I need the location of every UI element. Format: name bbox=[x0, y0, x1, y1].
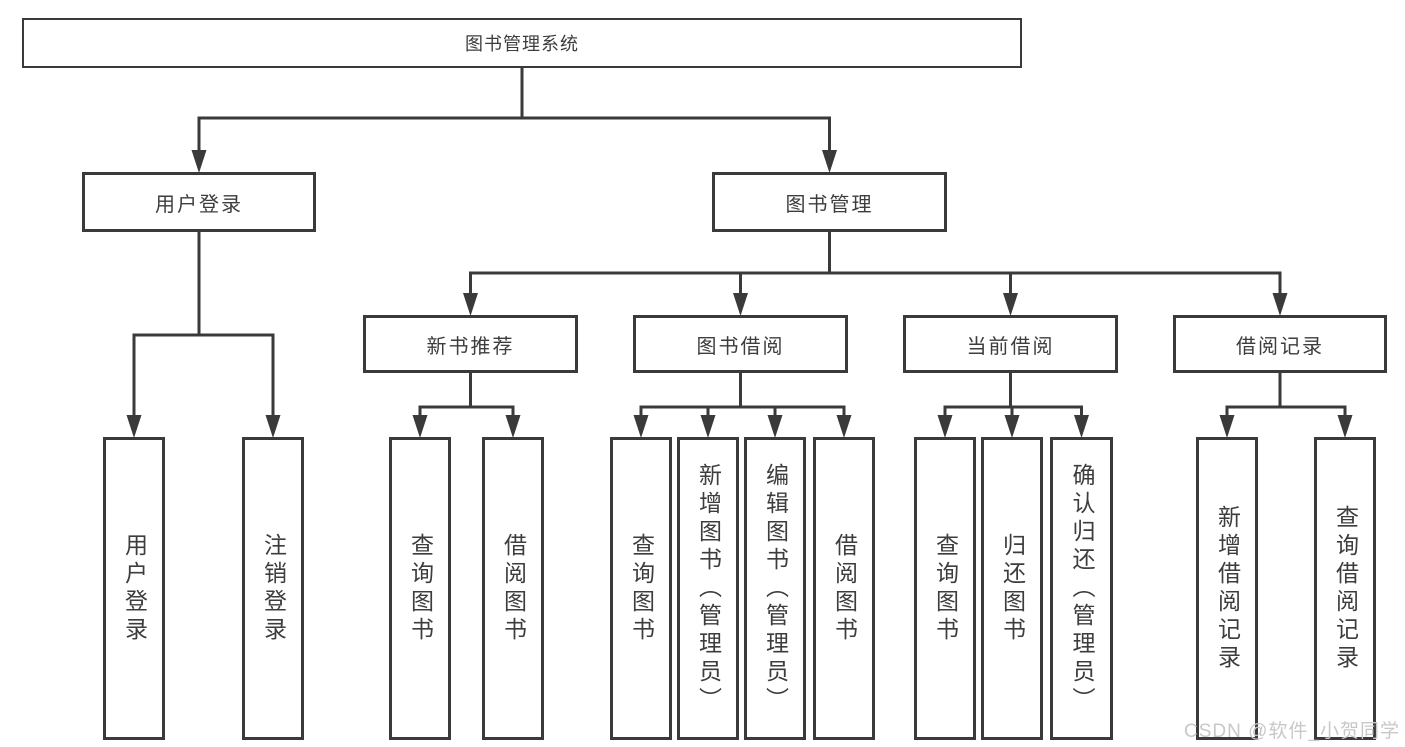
arrowhead-icon bbox=[191, 150, 207, 173]
node-book-management: 图书管理 bbox=[712, 172, 947, 232]
arrowhead-icon bbox=[126, 415, 142, 438]
node-leaf-borrow-books-2: 借阅图书 bbox=[813, 437, 875, 740]
arrowhead-icon bbox=[1004, 415, 1020, 438]
node-label-leaf-confirm-return: 确认归还（管理员） bbox=[1069, 462, 1095, 715]
node-current-borrow: 当前借阅 bbox=[903, 315, 1118, 373]
connector-user-login bbox=[132, 232, 275, 423]
node-label-leaf-query-books-2: 查询图书 bbox=[628, 532, 655, 645]
arrowhead-icon bbox=[1219, 415, 1235, 438]
node-label-leaf-add-borrow-rec: 新增借阅记录 bbox=[1214, 504, 1241, 673]
arrowhead-icon bbox=[505, 415, 521, 438]
node-label-borrow-records: 借阅记录 bbox=[1236, 335, 1324, 358]
arrowhead-icon bbox=[463, 293, 478, 316]
node-label-book-management: 图书管理 bbox=[785, 193, 874, 216]
node-leaf-confirm-return: 确认归还（管理员） bbox=[1050, 437, 1113, 740]
arrowhead-icon bbox=[1272, 293, 1288, 316]
arrowhead-icon bbox=[265, 415, 281, 438]
node-label-leaf-borrow-books-2: 借阅图书 bbox=[831, 532, 858, 645]
arrowhead-icon bbox=[1074, 415, 1089, 438]
node-label-leaf-query-borrow-rec: 查询借阅记录 bbox=[1332, 504, 1359, 673]
node-leaf-query-borrow-rec: 查询借阅记录 bbox=[1314, 437, 1376, 740]
arrowhead-icon bbox=[733, 293, 748, 316]
node-leaf-query-books-1: 查询图书 bbox=[389, 437, 451, 740]
node-leaf-add-book: 新增图书（管理员） bbox=[677, 437, 739, 740]
connector-borrow-records bbox=[1225, 373, 1347, 423]
connector-book-borrow bbox=[639, 373, 846, 423]
arrowhead-icon bbox=[822, 150, 837, 173]
connector-root bbox=[197, 68, 831, 158]
node-label-new-book-recommend: 新书推荐 bbox=[426, 335, 515, 358]
arrowhead-icon bbox=[767, 415, 783, 438]
node-leaf-add-borrow-rec: 新增借阅记录 bbox=[1196, 437, 1258, 740]
node-leaf-query-books-2: 查询图书 bbox=[610, 437, 672, 740]
arrowhead-icon bbox=[412, 415, 428, 438]
node-leaf-borrow-books-1: 借阅图书 bbox=[482, 437, 544, 740]
node-borrow-records: 借阅记录 bbox=[1173, 315, 1387, 373]
arrowhead-icon bbox=[937, 415, 953, 438]
node-label-leaf-borrow-books-1: 借阅图书 bbox=[500, 532, 527, 645]
node-label-leaf-user-login: 用户登录 bbox=[121, 532, 148, 645]
connector-new-book-recommend bbox=[418, 373, 515, 423]
node-user-login: 用户登录 bbox=[82, 172, 316, 232]
node-label-leaf-edit-book: 编辑图书（管理员） bbox=[762, 462, 789, 715]
node-label-leaf-logout: 注销登录 bbox=[260, 532, 287, 645]
node-new-book-recommend: 新书推荐 bbox=[363, 315, 578, 373]
node-label-leaf-add-book: 新增图书（管理员） bbox=[695, 462, 722, 715]
node-label-user-login: 用户登录 bbox=[155, 193, 243, 216]
node-label-leaf-query-books-3: 查询图书 bbox=[932, 532, 959, 645]
connector-book-management bbox=[469, 232, 1282, 301]
node-root: 图书管理系统 bbox=[22, 18, 1022, 68]
node-label-leaf-return-book: 归还图书 bbox=[999, 532, 1026, 645]
node-label-leaf-query-books-1: 查询图书 bbox=[407, 532, 434, 645]
node-label-root: 图书管理系统 bbox=[465, 34, 579, 54]
arrowhead-icon bbox=[836, 415, 852, 438]
node-leaf-user-login: 用户登录 bbox=[103, 437, 165, 740]
node-label-current-borrow: 当前借阅 bbox=[966, 335, 1055, 358]
node-label-book-borrow: 图书借阅 bbox=[696, 335, 785, 358]
connector-current-borrow bbox=[943, 373, 1083, 423]
node-leaf-edit-book: 编辑图书（管理员） bbox=[744, 437, 806, 740]
node-leaf-return-book: 归还图书 bbox=[981, 437, 1043, 740]
arrowhead-icon bbox=[1003, 293, 1018, 316]
node-book-borrow: 图书借阅 bbox=[633, 315, 848, 373]
arrowhead-icon bbox=[1337, 415, 1353, 438]
arrowhead-icon bbox=[700, 415, 716, 438]
node-leaf-query-books-3: 查询图书 bbox=[914, 437, 976, 740]
node-leaf-logout: 注销登录 bbox=[242, 437, 304, 740]
arrowhead-icon bbox=[633, 415, 649, 438]
